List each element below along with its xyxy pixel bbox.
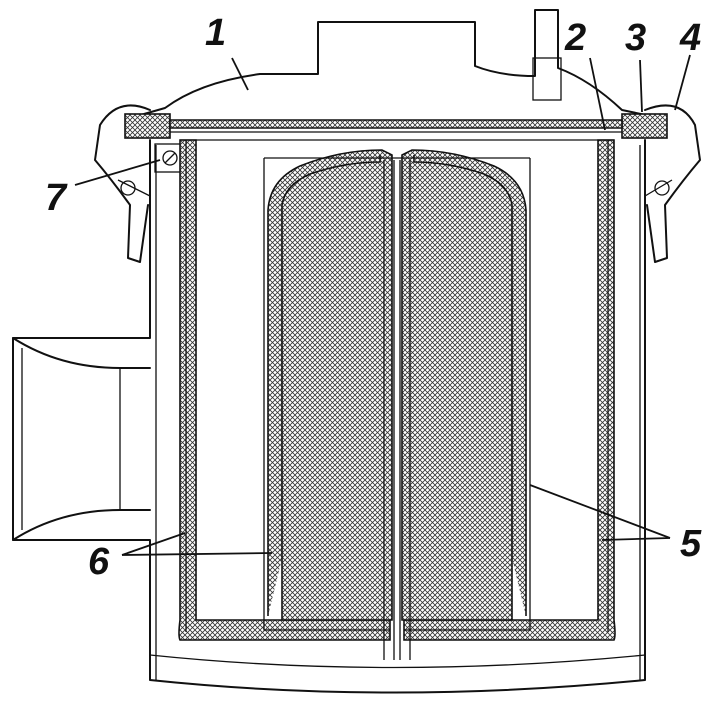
clamp-right xyxy=(644,104,701,263)
callout-5: 5 xyxy=(680,523,702,565)
housing xyxy=(12,139,646,694)
callout-1: 1 xyxy=(205,12,226,54)
inner-filter-element xyxy=(263,149,531,660)
callout-2: 2 xyxy=(564,17,586,59)
clamp-left xyxy=(94,104,151,263)
leader-lines xyxy=(74,54,691,556)
callout-6: 6 xyxy=(88,541,110,583)
seal-ring xyxy=(124,113,668,139)
callout-3: 3 xyxy=(625,17,646,59)
callout-4: 4 xyxy=(679,17,701,59)
outer-filter-element xyxy=(178,139,616,641)
callout-7: 7 xyxy=(45,177,68,219)
